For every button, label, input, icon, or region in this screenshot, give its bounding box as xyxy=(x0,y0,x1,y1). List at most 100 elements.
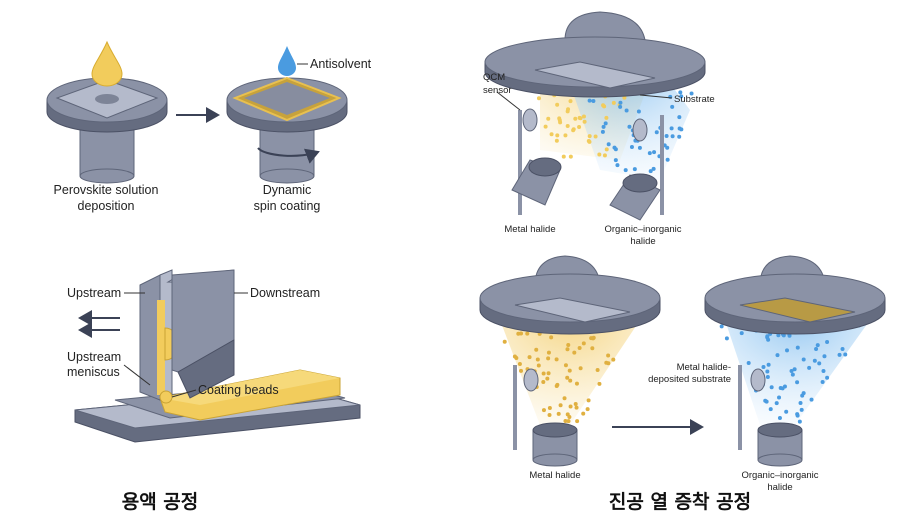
metal-halide-label: Metal halide xyxy=(504,224,555,235)
vapor-particle xyxy=(765,374,770,379)
step1-label: Perovskite solution xyxy=(54,183,159,197)
vapor-particle xyxy=(565,347,570,352)
vapor-particle xyxy=(587,98,592,103)
vapor-particle xyxy=(555,133,560,138)
vapor-particle xyxy=(577,345,582,350)
vapor-particle xyxy=(573,402,578,407)
vapor-particle xyxy=(589,336,594,341)
vapor-particle xyxy=(554,384,559,389)
vapor-particle xyxy=(795,413,800,418)
vapor-particle xyxy=(777,395,782,400)
vapor-particle xyxy=(578,366,583,371)
vapor-particle xyxy=(536,363,541,368)
vapor-particle xyxy=(568,99,573,104)
organic-halide-label: Organic–inorganic xyxy=(604,224,681,235)
vapor-particle xyxy=(613,158,618,163)
vapor-particle xyxy=(534,347,539,352)
vapor-particle xyxy=(795,380,800,385)
vapor-particle xyxy=(792,367,797,372)
vapor-particle xyxy=(665,157,670,162)
vapor-particle xyxy=(746,361,751,366)
vapor-particle xyxy=(766,362,771,367)
vapor-particle xyxy=(575,419,580,424)
vapor-particle xyxy=(613,147,618,152)
vapor-particle xyxy=(798,401,803,406)
vapor-particle xyxy=(593,134,598,139)
vapor-particle xyxy=(665,145,670,150)
antisolvent-label: Antisolvent xyxy=(310,57,372,71)
vapor-particle xyxy=(611,357,616,362)
rotation-arrow-icon xyxy=(257,147,320,164)
vapor-particle xyxy=(618,100,623,105)
vapor-particle xyxy=(549,335,554,340)
vapor-particle xyxy=(568,154,573,159)
vapor-particle xyxy=(602,153,607,158)
step2-label-2: spin coating xyxy=(254,199,321,213)
vapor-particle xyxy=(789,369,794,374)
vacuum-process-title: 진공 열 증착 공정 xyxy=(609,491,751,513)
vapor-particle xyxy=(590,346,595,351)
vapor-particle xyxy=(604,115,609,120)
deposited-substrate-label: Metal halide- xyxy=(677,362,731,373)
vapor-particle xyxy=(514,356,519,361)
vapor-particle xyxy=(807,365,812,370)
vapor-particle xyxy=(648,169,653,174)
vapor-particle xyxy=(654,130,659,135)
vapor-particle xyxy=(777,416,782,421)
vapor-particle xyxy=(776,333,781,338)
vapor-particle xyxy=(677,115,682,120)
vapor-particle xyxy=(677,134,682,139)
vapor-particle xyxy=(670,134,675,139)
vapor-particle xyxy=(582,119,587,124)
vapor-particle xyxy=(764,399,769,404)
vapor-particle xyxy=(586,139,591,144)
organic-halide-source-label-2: halide xyxy=(767,482,792,493)
downstream-label: Downstream xyxy=(250,286,320,300)
vapor-particle xyxy=(562,396,567,401)
vapor-particle xyxy=(629,144,634,149)
qcm-label: QCM xyxy=(483,72,505,83)
vapor-particle xyxy=(546,350,551,355)
vapor-particle xyxy=(558,403,563,408)
spin-coater-deposition: Perovskite solution deposition xyxy=(46,40,168,213)
vapor-particle xyxy=(547,406,552,411)
vapor-particle xyxy=(565,375,570,380)
vapor-particle xyxy=(541,408,546,413)
vapor-particle xyxy=(797,419,802,424)
vapor-particle xyxy=(568,404,573,409)
vapor-particle xyxy=(774,401,779,406)
vapor-particle xyxy=(678,90,683,95)
upstream-label: Upstream xyxy=(67,286,121,300)
vapor-particle xyxy=(571,128,576,133)
vapor-particle xyxy=(719,324,724,329)
vapor-particle xyxy=(799,407,804,412)
vapor-particle xyxy=(784,409,789,414)
vapor-particle xyxy=(541,379,546,384)
vapor-particle xyxy=(565,124,570,129)
vapor-particle xyxy=(581,341,586,346)
vapor-particle xyxy=(815,343,820,348)
vapor-particle xyxy=(536,96,541,101)
perovskite-droplet-icon xyxy=(91,40,123,87)
organic-halide-source-label: Organic–inorganic xyxy=(741,470,818,481)
vapor-particle xyxy=(837,352,842,357)
step2-label: Dynamic xyxy=(263,183,312,197)
vapor-particle xyxy=(566,343,571,348)
vapor-particle xyxy=(739,331,744,336)
vapor-particle xyxy=(556,411,561,416)
vapor-particle xyxy=(761,364,766,369)
vapor-particle xyxy=(566,419,571,424)
vapor-particle xyxy=(822,354,827,359)
vapor-particle xyxy=(795,345,800,350)
vapor-particle xyxy=(801,357,806,362)
slot-die-coater: Upstream Downstream Upstream meniscus Co… xyxy=(67,269,361,443)
vapor-particle xyxy=(821,369,826,374)
qcm-label-2: sensor xyxy=(483,85,512,96)
vapor-particle xyxy=(606,353,611,358)
vapor-particle xyxy=(581,114,586,119)
vapor-particle xyxy=(618,104,623,109)
vapor-particle xyxy=(651,166,656,171)
vapor-particle xyxy=(525,331,530,336)
vapor-particle xyxy=(541,371,546,376)
vapor-particle xyxy=(670,104,675,109)
